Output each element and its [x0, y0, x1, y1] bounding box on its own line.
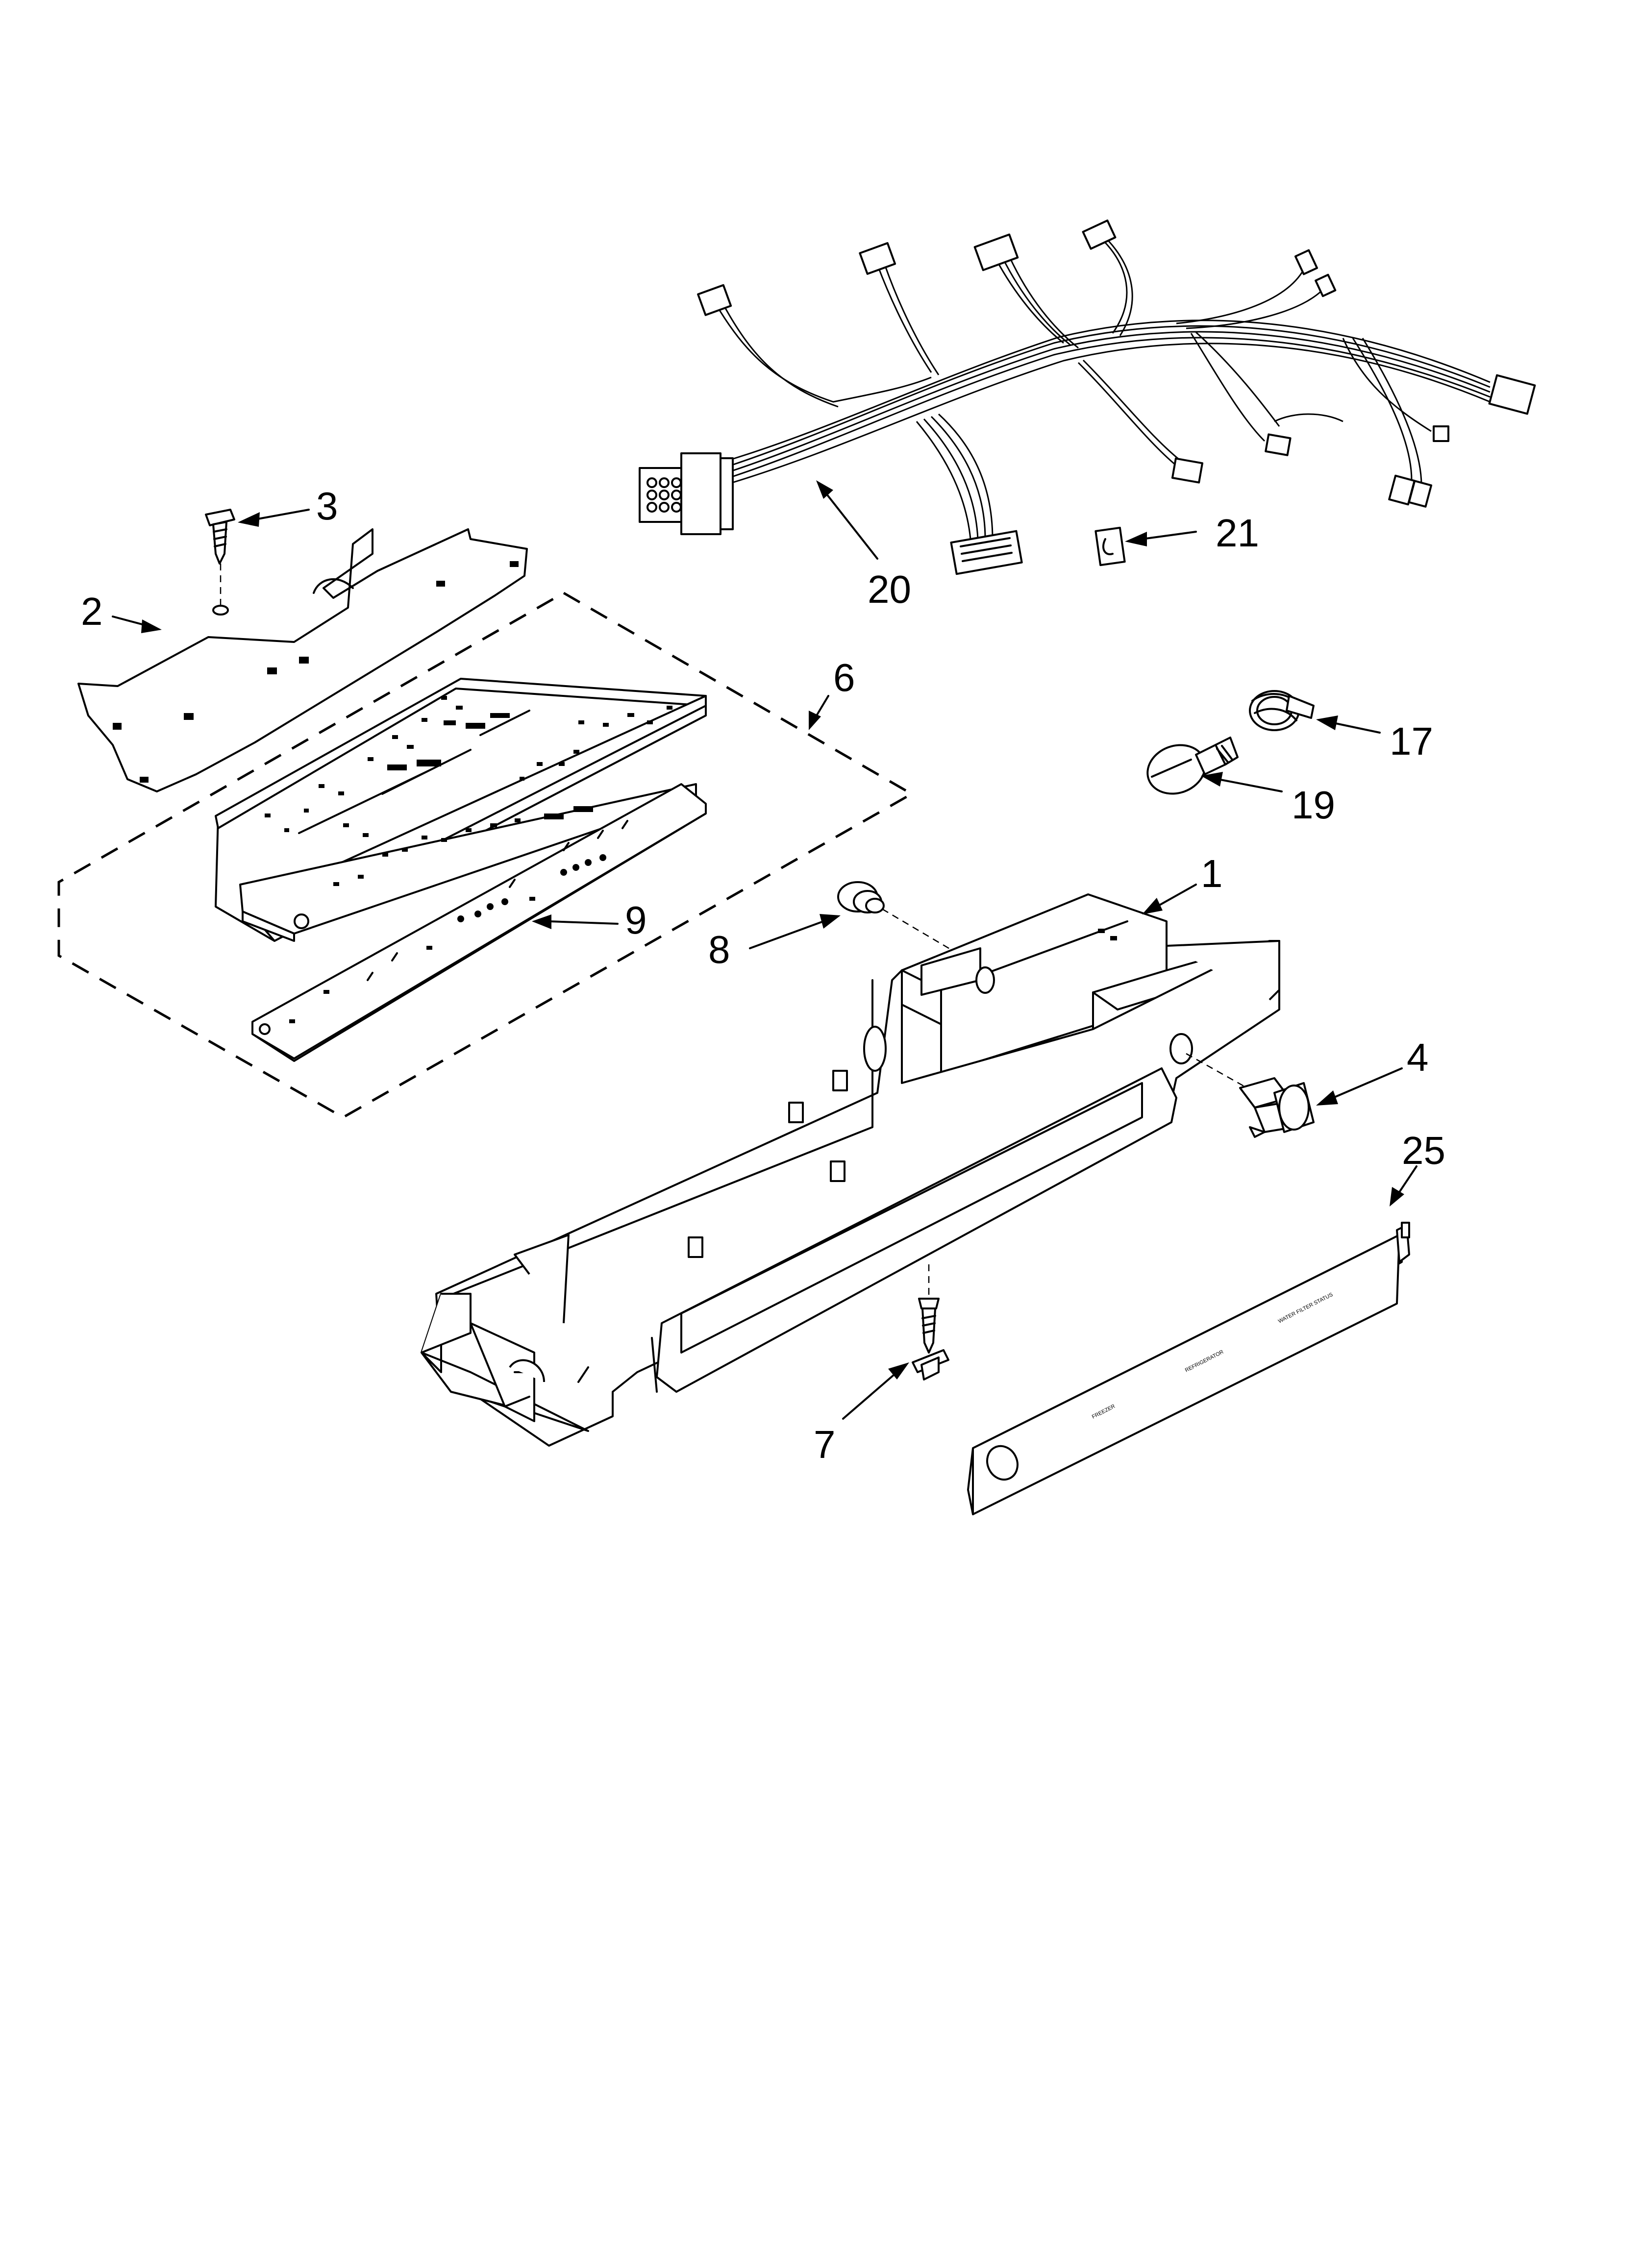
screw-part-3 — [205, 509, 235, 608]
callout-7: 7 — [814, 1423, 836, 1466]
control-board-lower — [239, 783, 697, 942]
harness-main-connector — [639, 452, 734, 535]
screw-part-7 — [912, 1298, 949, 1381]
lamp-socket — [1239, 1077, 1315, 1138]
callout-8: 8 — [708, 928, 730, 971]
callout-25: 25 — [1402, 1129, 1445, 1172]
wire-harness — [639, 219, 1536, 575]
control-overlay: FREEZER REFRIGERATOR WATER FILTER STATUS — [967, 1222, 1410, 1515]
callout-2: 2 — [81, 590, 103, 633]
callout-1: 1 — [1201, 852, 1223, 895]
callout-21: 21 — [1216, 511, 1259, 555]
callout-19: 19 — [1292, 783, 1335, 827]
shield-plate — [77, 528, 528, 792]
callout-4: 4 — [1407, 1035, 1429, 1079]
callout-20: 20 — [868, 567, 911, 611]
light-bulb — [1146, 737, 1239, 795]
bulb-socket — [1249, 690, 1315, 731]
circuit-board-group-outline — [57, 592, 915, 1119]
callout-17: 17 — [1390, 719, 1433, 763]
callout-arrows — [112, 480, 1417, 1420]
wire-clip — [1094, 526, 1126, 567]
led-board — [251, 783, 707, 1062]
callout-6: 6 — [833, 656, 855, 699]
callout-9: 9 — [625, 898, 647, 942]
control-housing — [421, 893, 1280, 1447]
callout-3: 3 — [316, 484, 338, 528]
